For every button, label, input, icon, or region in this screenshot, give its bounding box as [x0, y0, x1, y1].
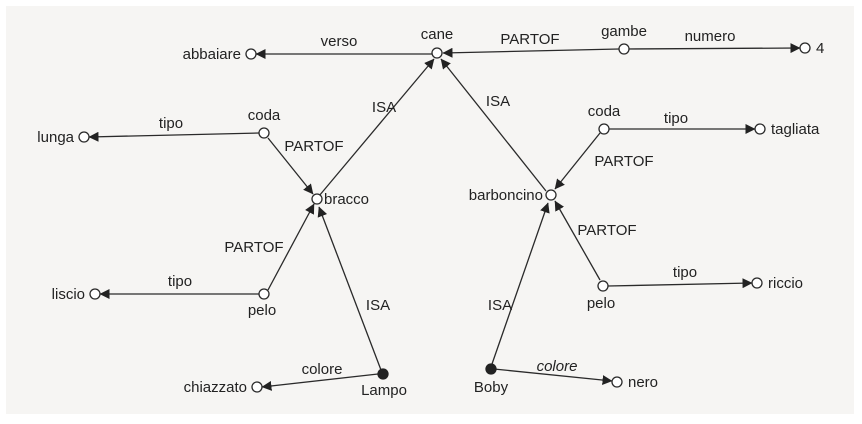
label-abbaiare: abbaiare — [183, 46, 241, 63]
edge-pelo-partof-bracco — [267, 203, 315, 291]
node-lunga — [78, 131, 90, 143]
label-tagliata: tagliata — [771, 121, 820, 138]
label-lampo: Lampo — [361, 382, 407, 399]
node-cane — [431, 47, 443, 59]
edge-label-coda-tipo-lunga: tipo — [159, 115, 183, 132]
edge-label-pelo-partof-barboncino: PARTOF — [577, 222, 636, 239]
edge-label-gambe-partof: PARTOF — [500, 31, 559, 48]
edge-label-lampo-colore: colore — [302, 361, 343, 378]
edge-label-coda-partof-bracco: PARTOF — [284, 138, 343, 155]
semantic-network-diagram: cane abbaiare gambe 4 coda lunga bracco … — [37, 23, 824, 399]
node-gambe — [618, 43, 630, 55]
edge-label-boby-isa: ISA — [488, 297, 512, 314]
node-tagliata — [754, 123, 766, 135]
node-barboncino — [545, 189, 557, 201]
diagram-canvas: cane abbaiare gambe 4 coda lunga bracco … — [6, 6, 854, 414]
node-riccio — [751, 277, 763, 289]
edge-coda-partof-barboncino — [554, 132, 601, 190]
label-pelo-barboncino: pelo — [587, 295, 615, 312]
label-pelo-bracco: pelo — [248, 302, 276, 319]
edge-label-coda-partof-barboncino: PARTOF — [594, 153, 653, 170]
edge-numero — [624, 43, 801, 54]
edge-pelo-partof-barboncino — [554, 200, 601, 281]
label-nero: nero — [628, 374, 658, 391]
node-nero — [611, 376, 623, 388]
edge-label-pelo-tipo-riccio: tipo — [673, 264, 697, 281]
label-coda-barboncino: coda — [588, 103, 621, 120]
label-chiazzato: chiazzato — [184, 379, 247, 396]
node-pelo-barboncino — [597, 280, 609, 292]
node-abbaiare — [245, 48, 257, 60]
node-chiazzato — [251, 381, 263, 393]
edge-coda-tipo-lunga — [88, 131, 260, 142]
label-lunga: lunga — [37, 129, 74, 146]
label-riccio: riccio — [768, 275, 803, 292]
node-bracco — [311, 193, 323, 205]
node-boby — [485, 363, 497, 375]
node-lampo — [377, 368, 389, 380]
edge-label-barboncino-isa: ISA — [486, 93, 510, 110]
node-coda-bracco — [258, 127, 270, 139]
node-liscio — [89, 288, 101, 300]
edge-boby-isa-barboncino — [491, 202, 550, 365]
edge-coda-partof-bracco — [267, 137, 314, 195]
label-cane: cane — [421, 26, 454, 43]
edge-pelo-tipo-riccio — [607, 278, 753, 289]
label-barboncino: barboncino — [469, 187, 543, 204]
label-gambe: gambe — [601, 23, 647, 40]
edge-label-numero: numero — [685, 28, 736, 45]
edge-label-pelo-tipo-liscio: tipo — [168, 273, 192, 290]
edge-lampo-isa-bracco — [317, 206, 382, 371]
edge-bracco-isa-cane — [318, 58, 435, 197]
edge-label-coda-tipo-tagliata: tipo — [664, 110, 688, 127]
node-pelo-bracco — [258, 288, 270, 300]
label-quattro: 4 — [816, 40, 824, 57]
node-quattro — [799, 42, 811, 54]
edge-label-pelo-partof-bracco: PARTOF — [224, 239, 283, 256]
label-bracco: bracco — [324, 191, 369, 208]
edge-label-bracco-isa: ISA — [372, 99, 396, 116]
edge-label-verso: verso — [321, 33, 358, 50]
edge-gambe-partof-cane — [442, 47, 620, 58]
edge-boby-colore-nero — [493, 368, 613, 386]
edge-lampo-colore-chiazzato — [261, 373, 379, 391]
edge-barboncino-isa-cane — [440, 58, 547, 192]
label-boby: Boby — [474, 379, 509, 396]
node-coda-barboncino — [598, 123, 610, 135]
edge-label-lampo-isa: ISA — [366, 297, 390, 314]
edge-label-boby-colore: colore — [537, 358, 578, 375]
label-coda-bracco: coda — [248, 107, 281, 124]
label-liscio: liscio — [52, 286, 85, 303]
